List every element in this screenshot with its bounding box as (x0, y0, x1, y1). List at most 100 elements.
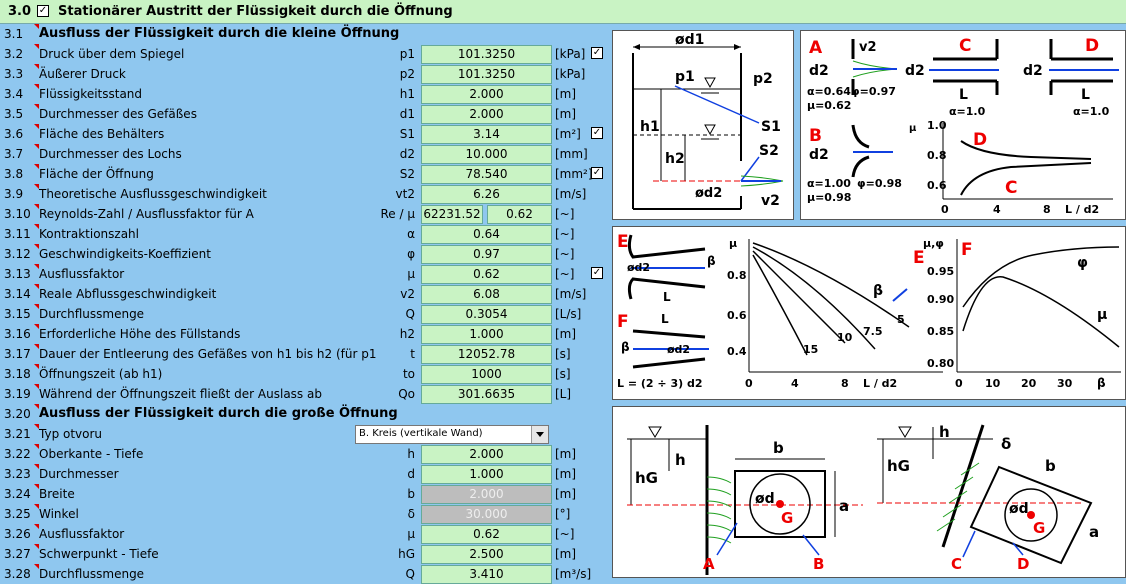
value-cell[interactable]: 2.500 (421, 545, 552, 564)
row-label: Durchmesser des Gefäßes (39, 107, 197, 121)
value-cell[interactable]: 0.97 (421, 245, 552, 264)
value-cell-2[interactable]: 0.62 (487, 205, 552, 224)
row-unit: [m] (555, 447, 577, 461)
label-h1: h1 (640, 119, 660, 135)
comment-marker (34, 244, 39, 249)
value-cell[interactable]: 1000 (421, 365, 552, 384)
alpha-d: α=1.0 (1073, 105, 1110, 118)
row-checkbox[interactable]: ✓ (591, 127, 603, 139)
row-number: 3.5 (4, 107, 24, 121)
row-label: Oberkante - Tiefe (39, 447, 144, 461)
row-label: Fläche der Öffnung (39, 167, 154, 181)
tick-f-20: 20 (1021, 377, 1037, 390)
comment-marker (34, 124, 39, 129)
value-cell[interactable]: 1.000 (421, 465, 552, 484)
label-beta-e: β (707, 254, 716, 268)
label-c-pointer: C (951, 555, 962, 573)
value-cell[interactable]: 101.3250 (421, 45, 552, 64)
value-cell[interactable]: 2.000 (421, 85, 552, 104)
value-cell[interactable]: 78.540 (421, 165, 552, 184)
row-unit: [kPa] (555, 67, 586, 81)
value-cell[interactable]: 0.62 (421, 525, 552, 544)
tick-e-0-6: 0.6 (727, 309, 747, 322)
value-cell[interactable]: 2.000 (421, 445, 552, 464)
value-cell[interactable]: 1.000 (421, 325, 552, 344)
tick-8: 8 (1043, 203, 1051, 216)
row-symbol: Q (405, 307, 415, 321)
label-h-right: h (939, 423, 950, 441)
label-a: A (809, 38, 823, 58)
row-checkbox[interactable]: ✓ (591, 167, 603, 179)
row-label: Fläche des Behälters (39, 127, 165, 141)
row-unit: [~] (555, 267, 575, 281)
label-p2: p2 (753, 71, 773, 87)
label-d-pointer: D (1017, 555, 1029, 573)
row-unit: [m] (555, 87, 577, 101)
section-checkbox[interactable]: ✓ (37, 5, 49, 17)
tick-4: 4 (993, 203, 1001, 216)
row-symbol: d1 (399, 107, 415, 121)
curve-7-5: 7.5 (863, 325, 883, 338)
value-cell[interactable]: 3.14 (421, 125, 552, 144)
value-cell[interactable]: 6.26 (421, 185, 552, 204)
row-number: 3.19 (4, 387, 31, 401)
value-cell[interactable]: 2.000 (421, 105, 552, 124)
comment-marker (34, 564, 39, 569)
row-unit: [L] (555, 387, 572, 401)
diagram-tank: ød1 p1 p2 h1 h2 S1 S2 ød2 v2 (612, 30, 794, 220)
phi-b: φ=0.98 (857, 177, 902, 190)
opening-type-select[interactable]: B. Kreis (vertikale Wand) (355, 425, 549, 444)
value-cell[interactable]: 10.000 (421, 145, 552, 164)
select-value: B. Kreis (vertikale Wand) (359, 428, 483, 439)
axis-f-beta: β (1097, 376, 1106, 390)
row-symbol: S1 (399, 127, 415, 141)
row-symbol: to (402, 367, 415, 381)
label-e-chart: E (913, 248, 925, 268)
row-symbol: d (407, 467, 415, 481)
label-d2-b: d2 (809, 147, 829, 163)
comment-marker (34, 184, 39, 189)
value-cell[interactable]: 12052.78 (421, 345, 552, 364)
value-cell[interactable]: 62231.52 (421, 205, 483, 224)
value-cell[interactable]: 30.000 (421, 505, 552, 524)
section-title: Stationärer Austritt der Flüssigkeit dur… (58, 4, 453, 19)
comment-marker (34, 164, 39, 169)
value-cell[interactable]: 0.3054 (421, 305, 552, 324)
label-l-c: L (959, 87, 968, 103)
row-number: 3.22 (4, 447, 31, 461)
label-beta-chart: β (873, 283, 883, 299)
row-checkbox[interactable]: ✓ (591, 47, 603, 59)
comment-marker (34, 324, 39, 329)
row-label: Geschwindigkeits-Koeffizient (39, 247, 211, 261)
row-unit: [m] (555, 487, 577, 501)
value-cell[interactable]: 3.410 (421, 565, 552, 584)
comment-marker (34, 524, 39, 529)
row-label: Flüssigkeitsstand (39, 87, 143, 101)
value-cell[interactable]: 6.08 (421, 285, 552, 304)
label-v2: v2 (761, 193, 780, 209)
row-symbol: h2 (399, 327, 415, 341)
value-cell[interactable]: 2.000 (421, 485, 552, 504)
label-mu: μ (1097, 307, 1107, 323)
value-cell[interactable]: 101.3250 (421, 65, 552, 84)
row-label: Reynolds-Zahl / Ausflussfaktor für A (39, 207, 254, 221)
label-a-pointer: A (703, 555, 715, 573)
alpha-c: α=1.0 (949, 105, 986, 118)
label-c: C (959, 36, 971, 56)
value-cell[interactable]: 0.62 (421, 265, 552, 284)
row-checkbox[interactable]: ✓ (591, 267, 603, 279)
comment-marker (34, 384, 39, 389)
row-number: 3.8 (4, 167, 24, 181)
label-p1: p1 (675, 69, 695, 85)
value-cell[interactable]: 301.6635 (421, 385, 552, 404)
row-unit: [°] (555, 507, 571, 521)
value-cell[interactable]: 0.64 (421, 225, 552, 244)
chevron-down-icon[interactable] (531, 426, 548, 443)
row-number: 3.27 (4, 547, 31, 561)
row-number: 3.2 (4, 47, 24, 61)
